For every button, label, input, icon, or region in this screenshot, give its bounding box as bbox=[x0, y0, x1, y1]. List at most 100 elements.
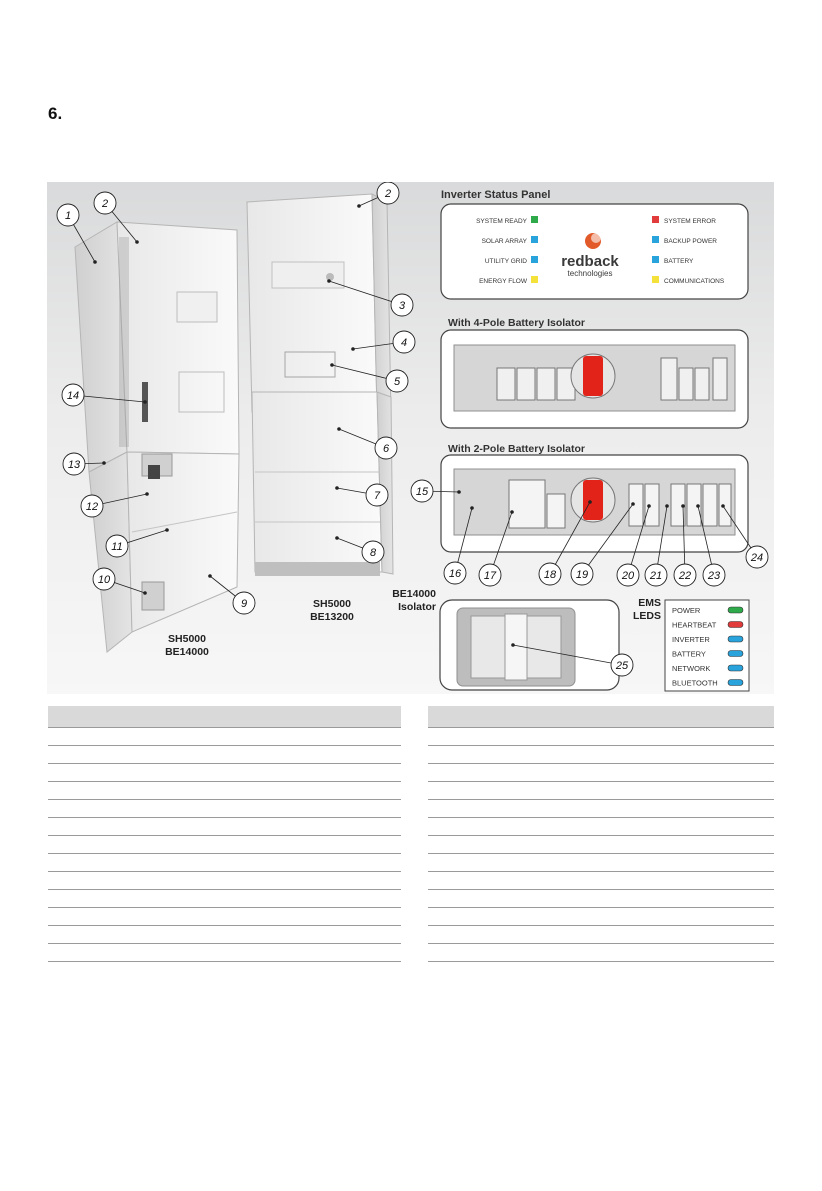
isolator-2pole-rotary-handle bbox=[583, 480, 603, 520]
callout-number: 22 bbox=[678, 570, 691, 582]
callout-number: 13 bbox=[68, 459, 81, 471]
status-right-indicator bbox=[652, 276, 659, 283]
legend-table-right-row bbox=[428, 836, 774, 854]
status-left-label: ENERGY FLOW bbox=[479, 278, 528, 285]
ems-led-panel bbox=[664, 599, 750, 692]
legend-table-right-header bbox=[428, 706, 774, 728]
legend-table-left-row bbox=[48, 944, 401, 962]
callout-circle bbox=[365, 483, 389, 507]
callout-circle bbox=[392, 330, 416, 354]
callout-number: 23 bbox=[707, 570, 721, 582]
callout-dot bbox=[93, 260, 97, 264]
ems-led-label: BATTERY bbox=[672, 650, 706, 659]
callout-number: 17 bbox=[484, 570, 497, 582]
callout-leader bbox=[697, 505, 715, 576]
legend-table-left-row bbox=[48, 926, 401, 944]
battery-isolator-switch bbox=[148, 465, 160, 479]
callout-dot bbox=[337, 427, 341, 431]
ems-led-label: HEARTBEAT bbox=[672, 621, 717, 630]
redback-logo-sub: technologies bbox=[568, 269, 613, 278]
status-right-label: BACKUP POWER bbox=[664, 238, 717, 245]
legend-table-right-row bbox=[428, 908, 774, 926]
callout-dot bbox=[330, 363, 334, 367]
heatsink bbox=[119, 237, 129, 447]
legend-table-left-row bbox=[48, 728, 401, 746]
callout-circle bbox=[92, 567, 116, 591]
callout-dot bbox=[357, 204, 361, 208]
callout-number: 24 bbox=[750, 552, 763, 564]
callout-dot bbox=[327, 279, 331, 283]
callout-circle bbox=[616, 563, 640, 587]
status-panel-title: Inverter Status Panel bbox=[441, 189, 550, 201]
callout-circle bbox=[361, 540, 385, 564]
callout-dot bbox=[335, 536, 339, 540]
callout-number: 16 bbox=[449, 568, 462, 580]
right-unit-caption-line1: SH5000 bbox=[313, 598, 351, 610]
isolator-4pole-breaker-2 bbox=[516, 367, 536, 401]
callout-dot bbox=[145, 492, 149, 496]
callout-circle bbox=[385, 369, 409, 393]
legend-table-right bbox=[428, 706, 774, 962]
right-unit-caption-line2: BE13200 bbox=[310, 611, 354, 623]
right-inverter-body bbox=[246, 193, 378, 413]
ems-led-label: INVERTER bbox=[672, 635, 710, 644]
callout-dot bbox=[351, 347, 355, 351]
be-isolator-switch bbox=[504, 613, 528, 681]
callout-number: 4 bbox=[401, 337, 407, 349]
legend-table-left-row bbox=[48, 872, 401, 890]
callout-number: 20 bbox=[621, 570, 635, 582]
callout-circle bbox=[61, 383, 85, 407]
callout-number: 1 bbox=[65, 210, 71, 222]
battery-module-seam bbox=[131, 511, 238, 533]
isolator-2pole-breaker-6 bbox=[718, 483, 732, 527]
callout-dot bbox=[102, 461, 106, 465]
isolator-4pole-rotary-handle bbox=[583, 356, 603, 396]
legend-table-right-row bbox=[428, 800, 774, 818]
callout-number: 19 bbox=[576, 569, 588, 581]
isolator-2pole-breaker-3 bbox=[670, 483, 686, 527]
callout-circle bbox=[105, 534, 129, 558]
callout-dot bbox=[143, 591, 147, 595]
callout-circle bbox=[410, 479, 434, 503]
callout-dot bbox=[647, 504, 651, 508]
callout-circle bbox=[80, 494, 104, 518]
isolator-2pole-title: With 2-Pole Battery Isolator bbox=[448, 443, 585, 455]
section-number: 6. bbox=[48, 104, 63, 123]
isolator-4pole-breaker-1 bbox=[496, 367, 516, 401]
callout-leader bbox=[512, 644, 623, 666]
be-isolator-caption-line1: BE14000 bbox=[392, 588, 436, 600]
callout-circle bbox=[570, 562, 594, 586]
callout-leader bbox=[655, 505, 668, 576]
status-right-label: COMMUNICATIONS bbox=[664, 278, 725, 285]
right-battery-body bbox=[251, 391, 383, 573]
legend-table-left bbox=[48, 706, 401, 962]
status-left-indicator bbox=[531, 276, 538, 283]
ems-led-list: POWERHEARTBEATINVERTERBATTERYNETWORKBLUE… bbox=[672, 606, 744, 688]
legend-table-left-row bbox=[48, 818, 401, 836]
status-right-indicator bbox=[652, 216, 659, 223]
legend-table-right-row bbox=[428, 944, 774, 962]
legend-table-left-row bbox=[48, 800, 401, 818]
callout-circle bbox=[478, 563, 502, 587]
callout-number: 12 bbox=[86, 501, 98, 513]
isolator-2pole-breaker-4 bbox=[686, 483, 702, 527]
legend-table-right-row bbox=[428, 746, 774, 764]
right-tower-unit bbox=[246, 193, 394, 576]
callout-circle bbox=[232, 591, 256, 615]
legend-table-left-row bbox=[48, 746, 401, 764]
callout-circle bbox=[745, 545, 769, 569]
callout-leader bbox=[682, 505, 686, 576]
legend-table-left-row bbox=[48, 908, 401, 926]
legend-table-left-row bbox=[48, 836, 401, 854]
callout-leader bbox=[627, 505, 650, 576]
legend-table-left-row bbox=[48, 764, 401, 782]
status-left-indicator bbox=[531, 256, 538, 263]
callout-dot bbox=[165, 528, 169, 532]
legend-table-left-row bbox=[48, 854, 401, 872]
callout-dot bbox=[335, 486, 339, 490]
callout-circle bbox=[610, 653, 634, 677]
isolator-4pole-breaker-6 bbox=[678, 367, 694, 401]
legend-table-right-row bbox=[428, 728, 774, 746]
